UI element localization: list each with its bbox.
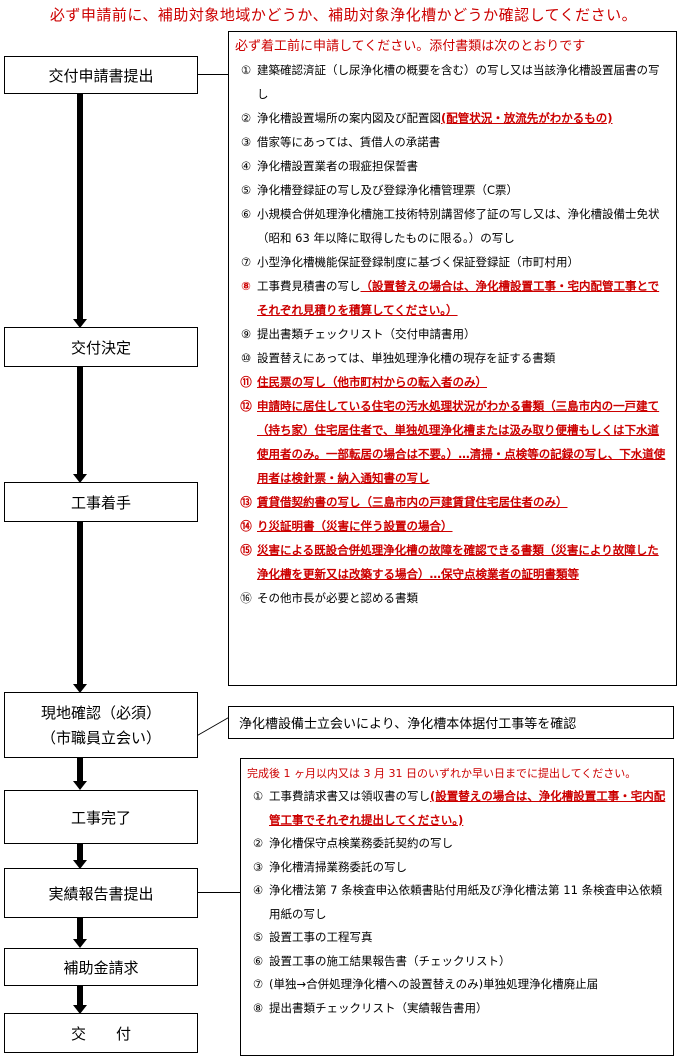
step-grant-payment: 交 付 xyxy=(4,1013,198,1053)
completion-documents-header: 完成後 1 ヶ月以内又は 3 月 31 日のいずれか早い日までに提出してください… xyxy=(247,767,637,780)
step-application-submit: 交付申請書提出 xyxy=(4,56,198,94)
completion-documents-box: 完成後 1 ヶ月以内又は 3 月 31 日のいずれか早い日までに提出してください… xyxy=(240,758,674,1056)
flow-arrow xyxy=(73,522,87,693)
step-site-inspection: 現地確認（必須） （市職員立会い） xyxy=(4,692,198,758)
step-label: 交 付 xyxy=(70,1024,131,1043)
connector-line xyxy=(198,74,228,75)
step-label: 工事完了 xyxy=(70,808,131,827)
step-label: 工事着手 xyxy=(70,493,131,512)
flow-arrow xyxy=(73,94,87,328)
flow-arrow xyxy=(73,367,87,483)
step-sublabel: （市職員立会い） xyxy=(40,729,161,747)
connector-line xyxy=(198,717,228,736)
list-item: ⑦(単独→合併処理浄化槽への設置替えのみ)単独処理浄化槽廃止届 xyxy=(252,977,599,991)
flow-arrow xyxy=(73,844,87,869)
step-label: 交付決定 xyxy=(70,338,131,357)
step-result-report: 実績報告書提出 xyxy=(4,868,198,918)
connector-line xyxy=(198,892,240,893)
step-label: 実績報告書提出 xyxy=(48,884,154,903)
step-label: 現地確認（必須） xyxy=(40,704,161,722)
step-label: 補助金請求 xyxy=(63,958,139,977)
inspection-note-box: 浄化槽設備士立会いにより、浄化槽本体据付工事等を確認 xyxy=(228,706,674,739)
step-construction-complete: 工事完了 xyxy=(4,790,198,844)
step-grant-decision: 交付決定 xyxy=(4,327,198,367)
step-label: 交付申請書提出 xyxy=(48,66,154,85)
flow-arrow xyxy=(73,758,87,790)
page-title: 必ず申請前に、補助対象地域かどうか、補助対象浄化槽かどうか確認してください。 xyxy=(49,6,638,24)
application-documents-header: 必ず着工前に申請してください。添付書類は次のとおりです xyxy=(235,39,586,54)
step-construction-start: 工事着手 xyxy=(4,482,198,522)
flow-arrow xyxy=(73,918,87,948)
step-subsidy-request: 補助金請求 xyxy=(4,948,198,986)
inspection-note-text: 浄化槽設備士立会いにより、浄化槽本体据付工事等を確認 xyxy=(239,717,577,732)
flow-arrow xyxy=(73,986,87,1014)
